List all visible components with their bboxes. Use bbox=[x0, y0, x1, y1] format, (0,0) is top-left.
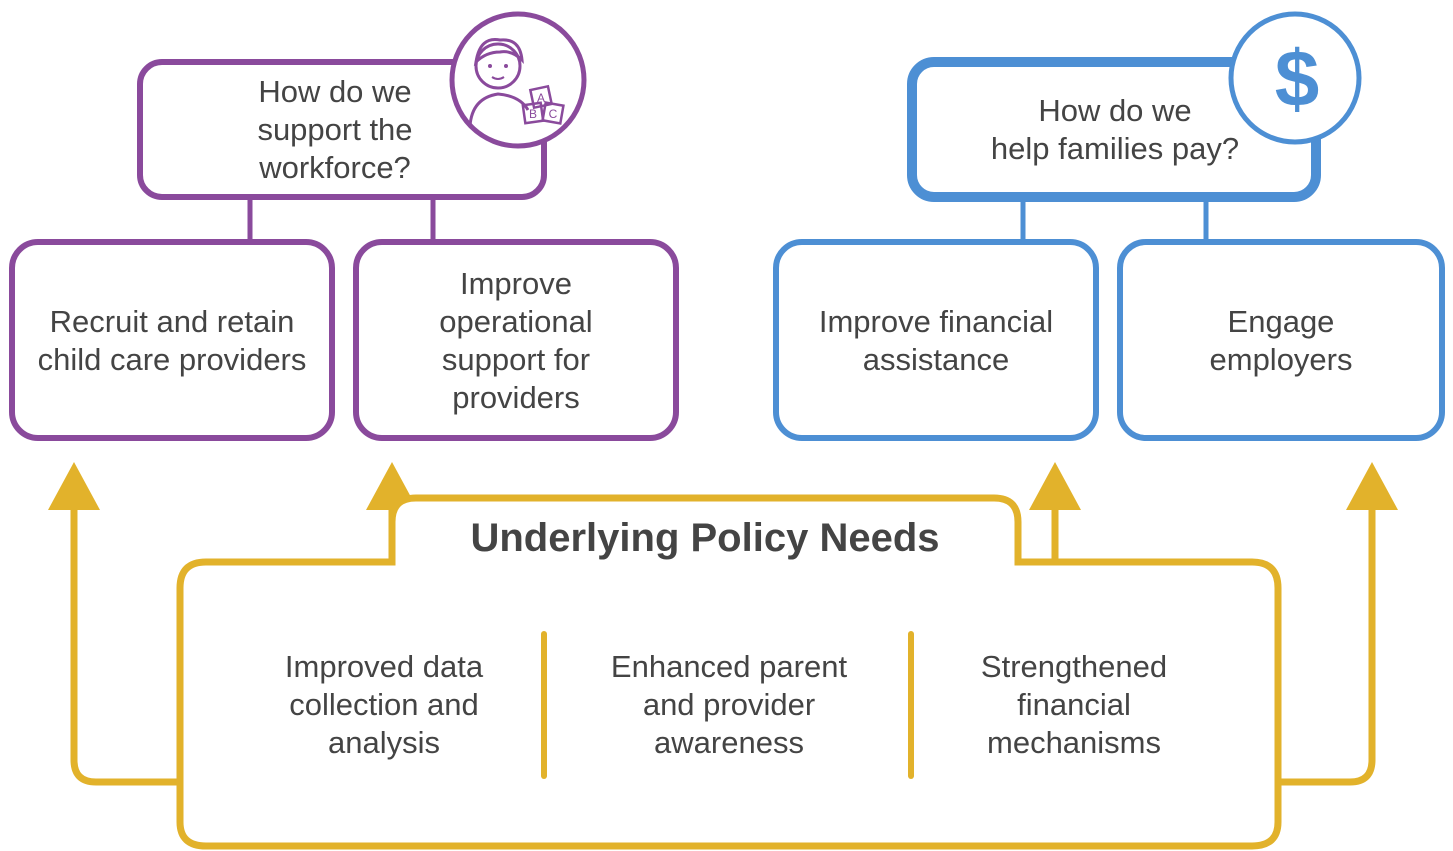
operational-support-line: operational bbox=[439, 304, 593, 339]
child-head bbox=[474, 42, 522, 90]
policy-item-financial: Strengthened financial mechanisms bbox=[922, 640, 1226, 770]
recruit-retain-line: child care providers bbox=[37, 342, 307, 377]
child-eye bbox=[488, 64, 492, 68]
policy-title: Underlying Policy Needs bbox=[470, 516, 940, 560]
operational-support-line: Improve bbox=[460, 266, 572, 301]
policy-item-line: Improved data bbox=[284, 649, 484, 684]
recruit-retain-line: Recruit and retain bbox=[49, 304, 295, 339]
families-question-line: help families pay? bbox=[990, 131, 1240, 166]
child-hair bbox=[473, 37, 524, 67]
workforce-question-line: support the bbox=[257, 112, 413, 147]
workforce-child-box-1 bbox=[9, 239, 335, 441]
engage-employers-line: Engage bbox=[1227, 304, 1335, 339]
dollar-icon: $ bbox=[1228, 11, 1362, 145]
policy-item-data: Improved data collection and analysis bbox=[232, 640, 536, 770]
operational-support-line: support for bbox=[441, 342, 591, 377]
child-with-blocks-icon: A B C bbox=[449, 11, 587, 149]
operational-support-label: Improve operational support for provider… bbox=[360, 248, 672, 434]
financial-assistance-line: assistance bbox=[862, 342, 1010, 377]
block bbox=[521, 101, 545, 125]
engage-employers-label: Engage employers bbox=[1124, 248, 1438, 434]
child-eye bbox=[504, 64, 508, 68]
block bbox=[541, 101, 565, 125]
arrowhead bbox=[1346, 462, 1398, 510]
families-connectors bbox=[1020, 200, 1209, 242]
families-question-line: How do we bbox=[1038, 93, 1192, 128]
families-child-box-1 bbox=[773, 239, 1099, 441]
policy-item-line: collection and bbox=[289, 687, 479, 722]
policy-item-line: Strengthened bbox=[980, 649, 1168, 684]
workforce-question-line: How do we bbox=[258, 74, 412, 109]
workforce-question-line: workforce? bbox=[259, 150, 411, 185]
block bbox=[528, 84, 554, 110]
arrowhead bbox=[1029, 462, 1081, 510]
recruit-retain-label: Recruit and retain child care providers bbox=[16, 248, 328, 434]
arrow-to-box-1 bbox=[70, 500, 182, 786]
dollar-symbol: $ bbox=[1275, 34, 1320, 123]
policy-item-line: analysis bbox=[328, 725, 440, 760]
workforce-child-box-2 bbox=[353, 239, 679, 441]
policy-item-awareness: Enhanced parent and provider awareness bbox=[568, 640, 890, 770]
operational-support-line: providers bbox=[452, 380, 580, 415]
block-letter: A bbox=[537, 91, 545, 105]
policy-item-line: mechanisms bbox=[987, 725, 1161, 760]
workforce-connectors bbox=[247, 200, 436, 242]
engage-employers-line: employers bbox=[1209, 342, 1353, 377]
arrow-to-box-4 bbox=[1278, 500, 1376, 786]
workforce-question: How do we support the workforce? bbox=[150, 70, 520, 190]
financial-assistance-label: Improve financial assistance bbox=[780, 248, 1092, 434]
child-mouth bbox=[491, 76, 505, 80]
financial-assistance-line: Improve financial bbox=[818, 304, 1054, 339]
families-child-box-2 bbox=[1117, 239, 1445, 441]
policy-item-line: financial bbox=[1017, 687, 1131, 722]
families-question: How do we help families pay? bbox=[940, 70, 1290, 190]
policy-item-line: Enhanced parent bbox=[610, 649, 848, 684]
child-body bbox=[468, 92, 530, 127]
policy-container bbox=[176, 494, 1282, 850]
policy-item-line: awareness bbox=[654, 725, 804, 760]
icon-circle bbox=[1228, 11, 1362, 145]
arrowhead bbox=[48, 462, 100, 510]
policy-item-line: and provider bbox=[642, 687, 816, 722]
block-letter: B bbox=[529, 107, 537, 121]
block-letter: C bbox=[549, 107, 558, 121]
